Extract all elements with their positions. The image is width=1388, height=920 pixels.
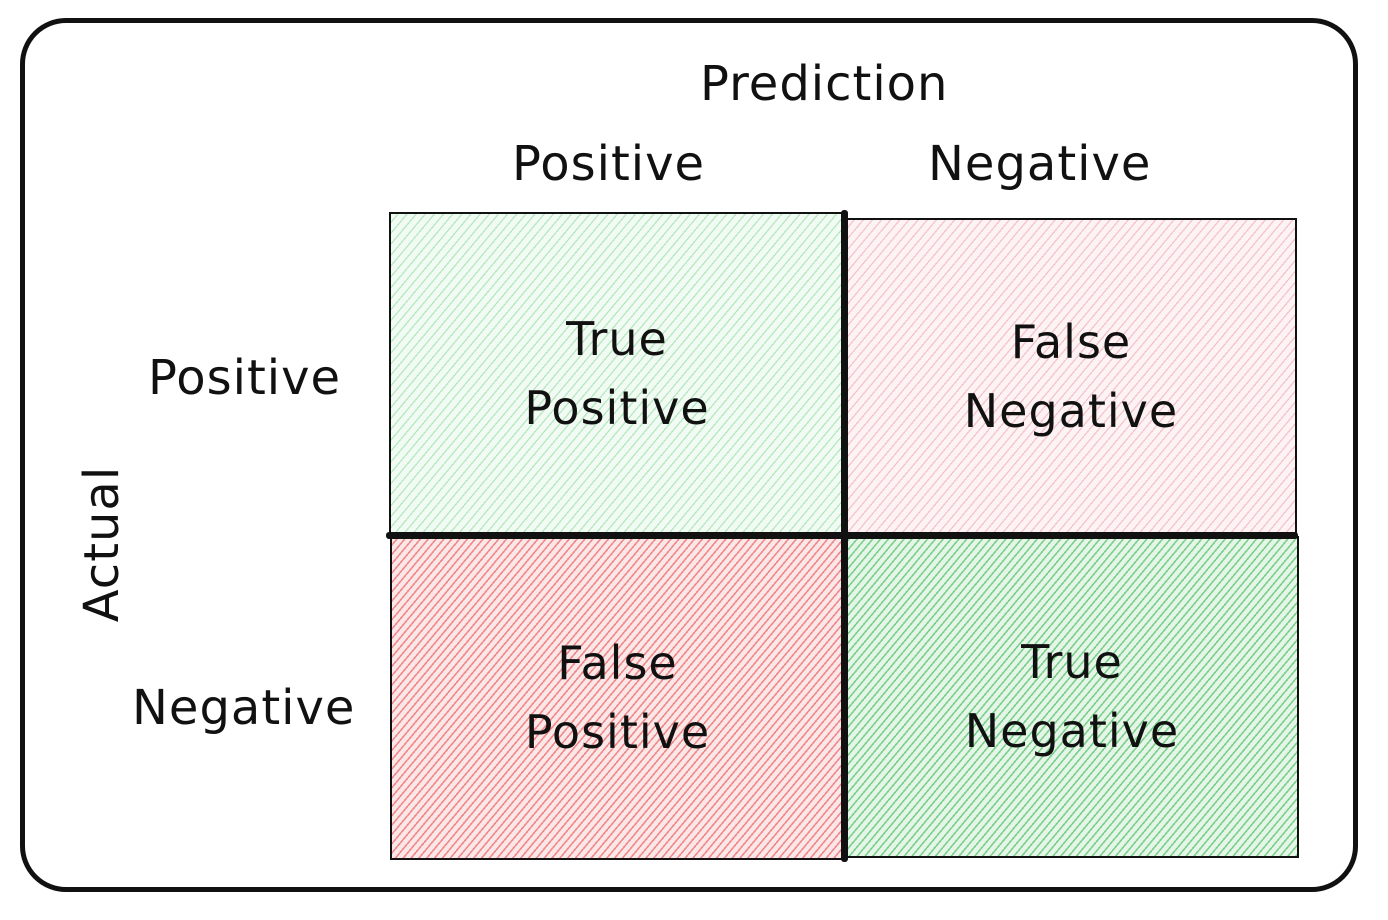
prediction-axis-title: Prediction [700,56,949,112]
column-header-positive: Positive [512,136,706,192]
column-header-negative: Negative [928,136,1152,192]
cell-false-negative: False Negative [845,218,1297,536]
actual-axis-title: Actual [74,465,130,623]
divider-horizontal [386,532,1298,539]
cell-false-negative-line2: Negative [963,384,1179,438]
cell-false-positive-line1: False [557,636,678,690]
row-header-negative: Negative [132,680,356,736]
row-header-positive: Positive [148,350,342,406]
cell-true-negative-line1: True [1021,635,1123,689]
cell-false-negative-line1: False [1010,315,1132,369]
cell-true-positive-line1: True [566,312,668,366]
cell-true-negative: True Negative [845,536,1299,858]
cell-true-positive: True Positive [389,212,845,536]
cell-true-positive-line2: Positive [524,381,710,435]
cell-true-negative-line2: Negative [964,704,1180,758]
cell-false-positive: False Positive [390,536,845,860]
cell-false-positive-line2: Positive [524,705,711,759]
